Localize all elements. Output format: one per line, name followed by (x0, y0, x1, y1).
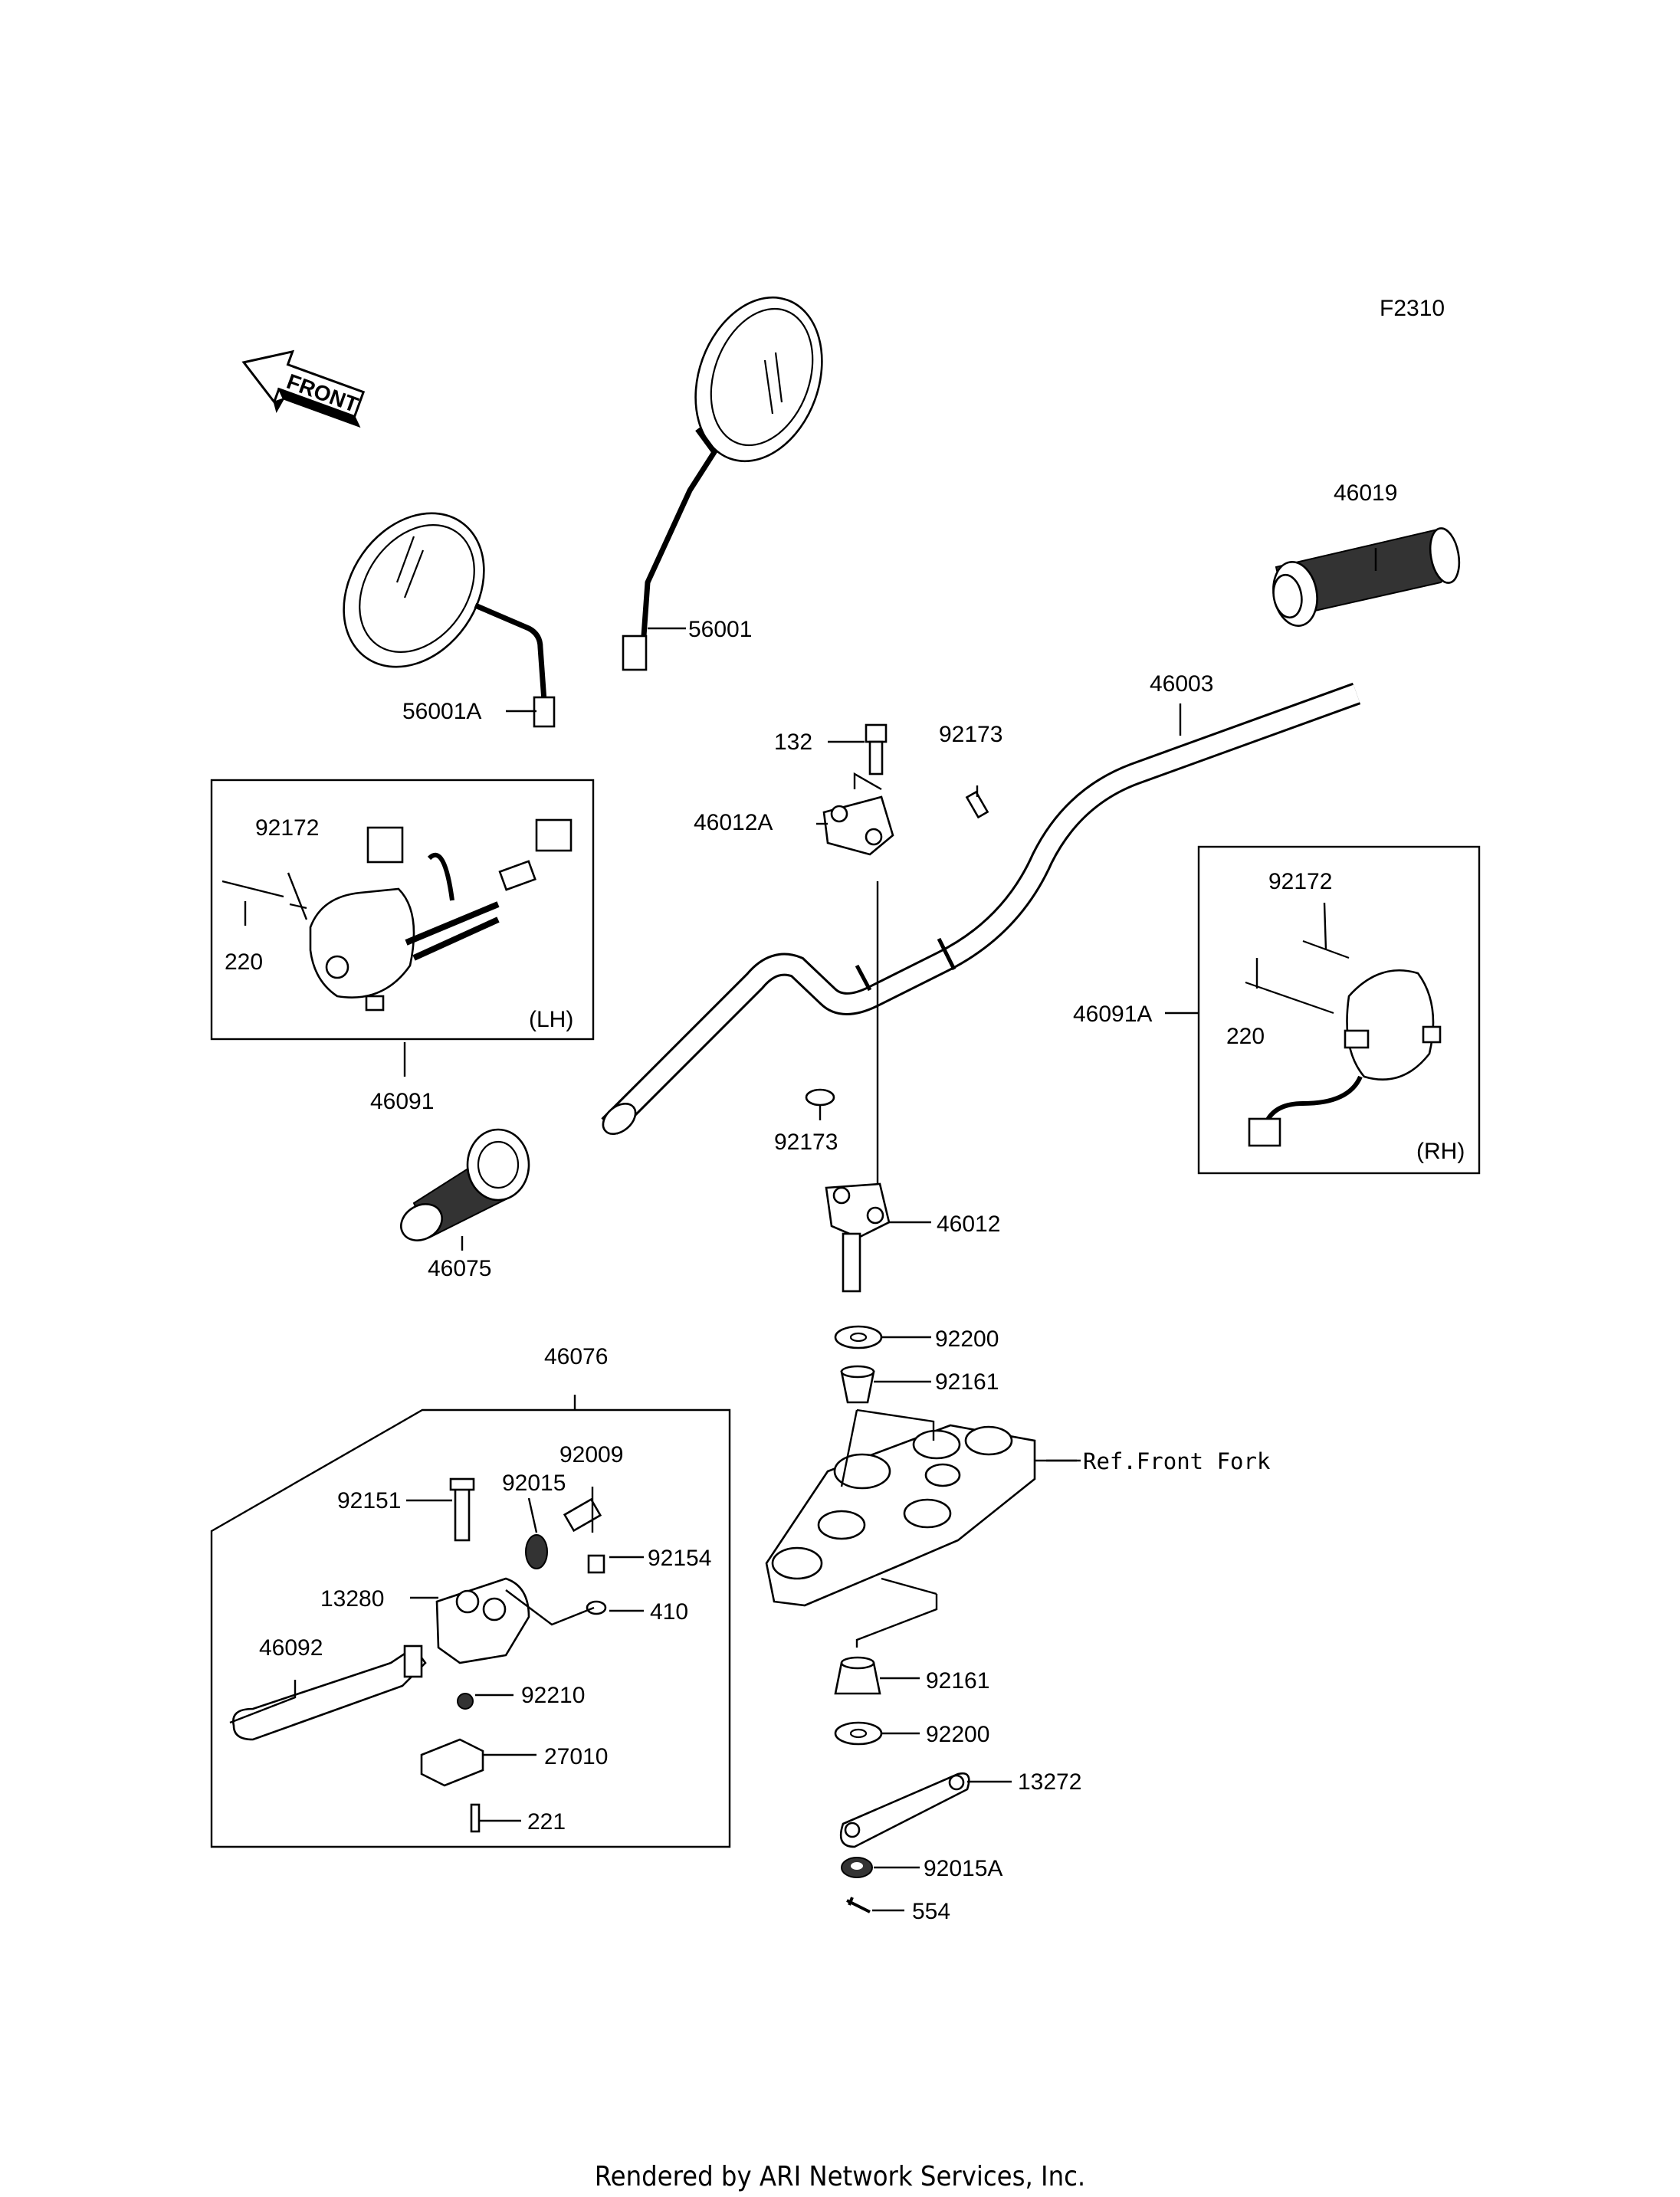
part-56001A: 56001A (402, 699, 481, 724)
lever-box (210, 1408, 731, 1848)
grip-left-drawing (400, 1128, 530, 1241)
handlebar-drawing (601, 682, 1361, 1136)
part-46092: 46092 (259, 1635, 323, 1661)
bolt-132-drawing (865, 723, 888, 776)
lh-label: (LH) (529, 1007, 573, 1032)
leader-lines (229, 548, 1377, 1912)
pin-554-drawing (846, 1897, 871, 1913)
mirror-right-drawing (622, 296, 823, 671)
rubber-lower-drawing (834, 1656, 881, 1695)
clamp-upper-drawing (822, 795, 894, 856)
part-46012: 46012 (937, 1212, 1000, 1237)
part-554: 554 (912, 1899, 950, 1924)
mirror-left-drawing (343, 512, 556, 728)
part-56001: 56001 (688, 617, 752, 642)
part-92151: 92151 (337, 1488, 401, 1513)
front-arrow-icon: FRONT (241, 349, 366, 428)
rh-switch-box (1197, 845, 1481, 1175)
part-46012A: 46012A (694, 810, 773, 835)
part-46076: 46076 (544, 1344, 608, 1369)
part-92172-lh: 92172 (255, 815, 319, 841)
part-92172-rh: 92172 (1268, 869, 1332, 894)
part-46003: 46003 (1150, 671, 1213, 697)
part-46091: 46091 (370, 1089, 434, 1114)
part-13280: 13280 (320, 1586, 384, 1612)
lh-switch-box (210, 779, 595, 1041)
lever-assembly-drawing (232, 1477, 607, 1833)
washer-lower-drawing (834, 1721, 883, 1746)
part-220-rh: 220 (1226, 1024, 1265, 1049)
ref-front-fork: Ref.Front Fork (1083, 1448, 1271, 1474)
part-92161-upper: 92161 (935, 1369, 999, 1395)
part-27010: 27010 (544, 1744, 608, 1769)
rh-switch-drawing (1245, 939, 1442, 1147)
part-92173-lower: 92173 (774, 1130, 838, 1155)
fork-bracket-drawing (765, 1424, 1036, 1607)
part-46019: 46019 (1334, 480, 1397, 506)
part-46091A: 46091A (1073, 1002, 1152, 1027)
part-92009: 92009 (559, 1442, 623, 1467)
footer-credit: Rendered by ARI Network Services, Inc. (595, 2161, 1085, 2192)
part-92210: 92210 (521, 1683, 585, 1708)
part-221: 221 (527, 1809, 566, 1835)
part-13272: 13272 (1018, 1769, 1081, 1795)
part-132: 132 (774, 730, 812, 755)
part-92154: 92154 (648, 1546, 711, 1571)
part-92200-lower: 92200 (926, 1722, 989, 1747)
clamp-lower-drawing (825, 1182, 891, 1293)
nut-92015A-drawing (841, 1857, 873, 1878)
grip-right-drawing (1272, 527, 1461, 627)
part-92161-lower: 92161 (926, 1668, 989, 1694)
washer-upper-drawing (834, 1325, 883, 1349)
rubber-upper-drawing (840, 1365, 875, 1404)
part-410: 410 (650, 1599, 688, 1625)
fork-bracket-leaders (840, 1408, 938, 1648)
part-220-lh: 220 (225, 949, 263, 975)
rh-label: (RH) (1416, 1139, 1465, 1164)
lh-switch-drawing (221, 818, 573, 1012)
part-92173-upper: 92173 (939, 722, 1002, 747)
clamp-band-lower-drawing (805, 1088, 835, 1107)
part-92200-upper: 92200 (935, 1326, 999, 1352)
part-92015: 92015 (502, 1471, 566, 1496)
plate-13272-drawing (839, 1772, 970, 1848)
clamp-band-upper-drawing (965, 790, 989, 819)
diagram-code: F2310 (1380, 296, 1445, 321)
part-46075: 46075 (428, 1256, 491, 1281)
part-92015A: 92015A (924, 1856, 1002, 1881)
